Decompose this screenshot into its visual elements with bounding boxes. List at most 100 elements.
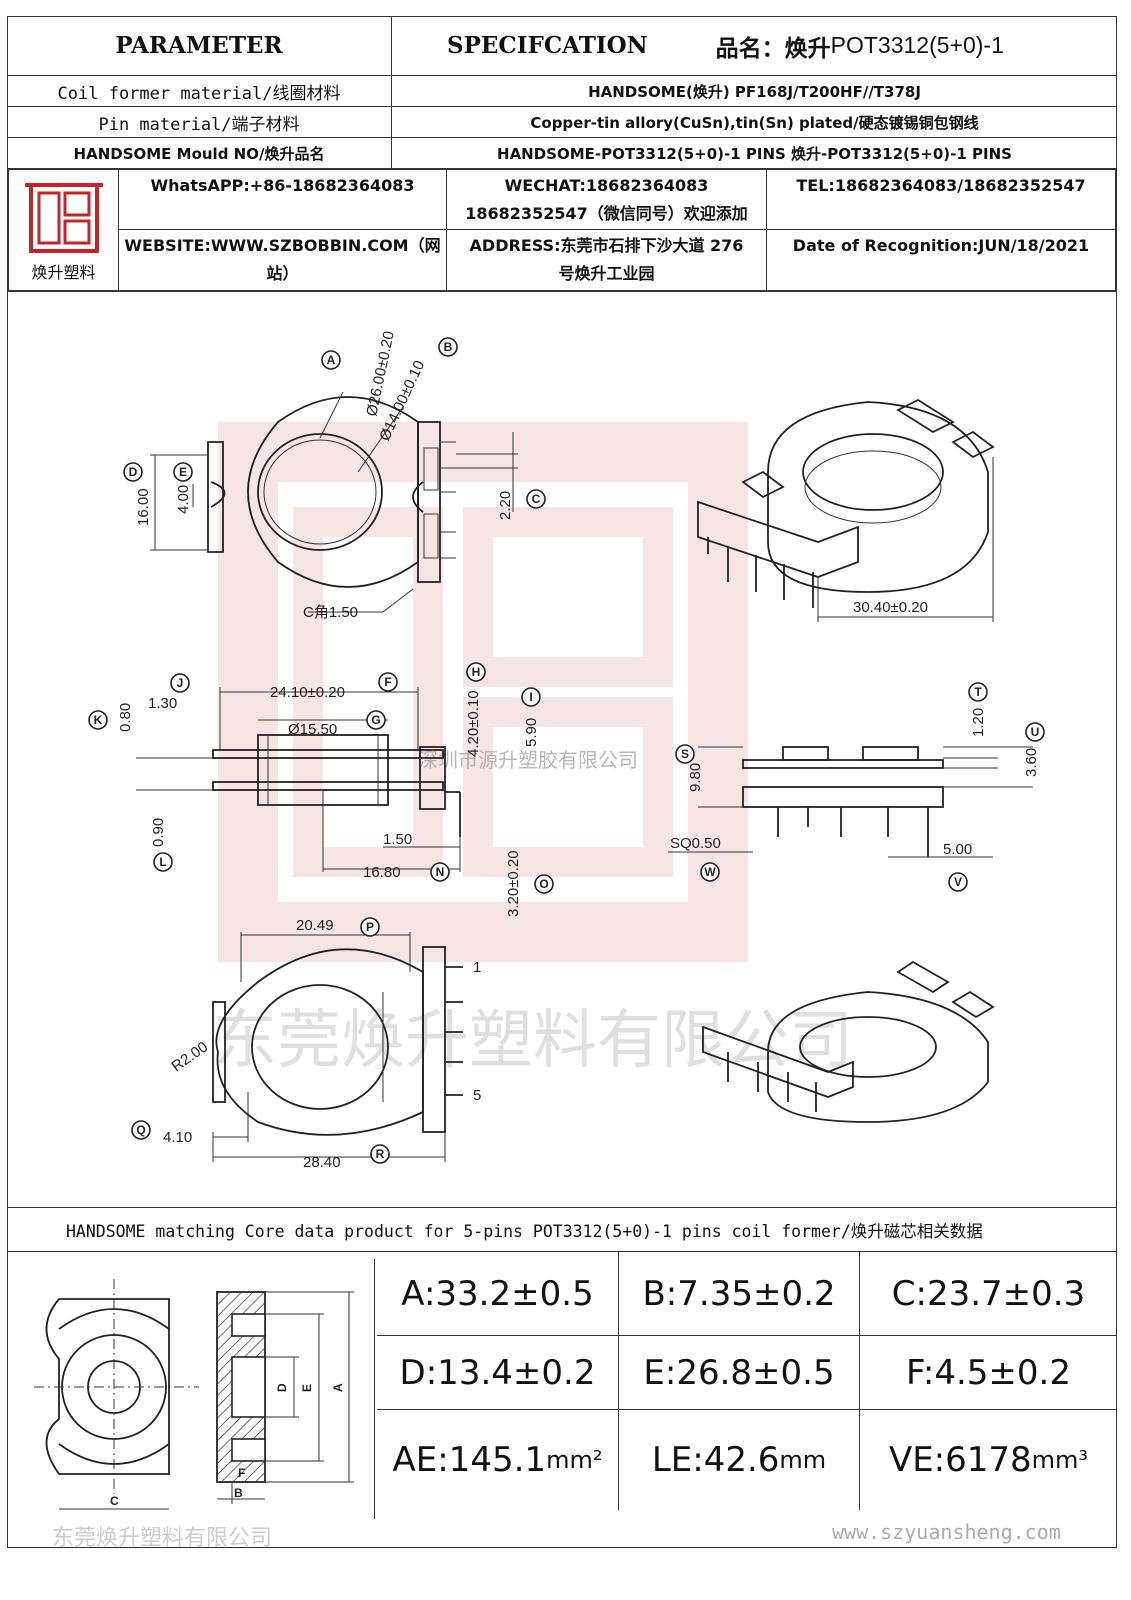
- logo-icon: [24, 183, 103, 253]
- date-of-recognition: Date of Recognition:JUN/18/2021: [792, 236, 1090, 255]
- pin-1: 1: [473, 959, 481, 976]
- side-view-right: [668, 746, 1033, 858]
- dim-v: 5.00: [943, 841, 972, 858]
- dim-t: 1.20: [970, 708, 987, 737]
- callout-circle-s: [675, 744, 695, 764]
- product-label: 品名：焕升: [715, 35, 831, 62]
- wechat-line2: 18682352547（微信同号）欢迎添加: [465, 203, 748, 223]
- dim-q: 4.10: [163, 1129, 192, 1146]
- callout-circle-v: [948, 872, 968, 892]
- param-e: E:26.8±0.5: [619, 1336, 860, 1410]
- param-ae-unit: mm²: [546, 1446, 603, 1474]
- top-view: [150, 391, 518, 613]
- callout-letter-k: K: [94, 713, 103, 727]
- callout-circle-b: [438, 337, 458, 357]
- callout-circle-q: [131, 1120, 151, 1140]
- callout-circle-k: [88, 710, 108, 730]
- param-c: C:23.7±0.3: [860, 1252, 1117, 1336]
- iso-view-bottom: [702, 960, 995, 1123]
- core-drawing-cell: D E A F B C: [14, 1259, 375, 1519]
- callout-letter-i: I: [529, 690, 532, 704]
- callout-letter-s: S: [681, 747, 689, 761]
- callout-circle-a: [321, 350, 341, 370]
- footer-watermark-left: 东莞焕升塑料有限公司: [52, 1526, 273, 1551]
- callout-letter-b: B: [444, 340, 453, 354]
- param-ae: AE:145.1: [392, 1440, 547, 1480]
- whatsapp: WhatsAPP:+86-18682364083: [119, 170, 447, 230]
- callout-circle-r: [370, 1144, 390, 1164]
- callout-circle-e: [173, 462, 193, 482]
- mould-no-value: HANDSOME-POT3312(5+0)-1 PINS 焕升-POT3312(…: [497, 144, 1012, 163]
- iso-view-top: [697, 398, 995, 622]
- dim-i: 5.90: [523, 718, 540, 747]
- callout-letter-n: N: [436, 865, 445, 879]
- coil-material-label: Coil former material/线圈材料: [7, 76, 392, 107]
- dim-k: 0.80: [117, 703, 134, 732]
- core-letter-c: C: [110, 1494, 119, 1508]
- watermark-top: 深圳市源升塑胶有限公司: [418, 748, 638, 772]
- dim-e: 4.00: [175, 485, 192, 514]
- callout-letter-v: V: [954, 875, 962, 889]
- core-area: [7, 1252, 1117, 1548]
- dim-o: 3.20±0.20: [505, 850, 522, 917]
- callout-circle-n: [430, 862, 450, 882]
- param-ve-unit: mm³: [1031, 1446, 1089, 1474]
- callout-letter-h: H: [472, 665, 481, 679]
- specification-heading: SPECIFCATION: [447, 32, 648, 59]
- mould-no-label: HANDSOME Mould NO/焕升品名: [7, 138, 392, 168]
- callout-letter-a: A: [327, 353, 336, 367]
- address-line2: 号焕升工业园: [558, 264, 655, 283]
- param-a: A:33.2±0.5: [377, 1252, 619, 1336]
- callout-circle-h: [466, 662, 486, 682]
- dim-f: 24.10±0.20: [270, 684, 345, 701]
- core-letter-f: F: [238, 1466, 245, 1480]
- dim-overall: 30.40±0.20: [853, 599, 928, 616]
- logo-caption: 焕升塑料: [31, 263, 96, 282]
- side-view: [136, 687, 461, 872]
- callout-circle-u: [1025, 722, 1045, 742]
- callout-letter-w: W: [704, 865, 716, 879]
- callout-letter-c: C: [532, 492, 541, 506]
- pin-5: 5: [473, 1087, 481, 1104]
- dim-u: 3.60: [1023, 748, 1040, 777]
- coil-material-value: HANDSOME(焕升) PF168J/T200HF//T378J: [392, 76, 1117, 107]
- address-line1: ADDRESS:东莞市石排下沙大道 276: [469, 236, 744, 255]
- core-letter-b: B: [234, 1486, 243, 1500]
- contact-block: [7, 168, 1117, 292]
- technical-drawing: 深圳市源升塑胶有限公司 东莞焕升塑料有限公司: [88, 330, 1045, 1171]
- param-d: D:13.4±0.2: [377, 1336, 619, 1410]
- website-line1: WEBSITE:WWW.SZBOBBIN.COM（网: [124, 236, 441, 255]
- dim-chamfer: C角1.50: [303, 604, 358, 621]
- callout-circle-f: [378, 672, 398, 692]
- dim-r: 28.40: [303, 1154, 341, 1171]
- core-letter-a: A: [331, 1383, 345, 1392]
- bottom-view: [212, 932, 463, 1162]
- callout-circle-l: [153, 852, 173, 872]
- param-b: B:7.35±0.2: [619, 1252, 860, 1336]
- footer-watermark-right: www.szyuansheng.com: [832, 1520, 1061, 1544]
- spec-sheet: PARAMETER SPECIFCATION 品名：焕升 POT3312(5+0…: [7, 16, 1117, 1571]
- callout-letter-g: G: [371, 713, 380, 727]
- parameter-heading: PARAMETER: [7, 16, 392, 76]
- wechat-cell: WECHAT:18682364083 18682352547（微信同号）欢迎添加: [447, 170, 767, 230]
- core-params-grid: A:33.2±0.5 B:7.35±0.2 C:23.7±0.3 D:13.4±…: [377, 1252, 1117, 1548]
- callout-circle-c: [526, 489, 546, 509]
- callout-letter-j: J: [177, 676, 184, 690]
- dim-w: SQ0.50: [670, 835, 721, 852]
- callout-letter-q: Q: [136, 1123, 145, 1137]
- callout-letter-r: R: [376, 1147, 385, 1161]
- address-cell: ADDRESS:东莞市石排下沙大道 276 号焕升工业园: [447, 230, 767, 290]
- core-letter-d: D: [275, 1383, 289, 1392]
- dim-h: 4.20±0.10: [465, 690, 482, 757]
- dim-g: Ø15.50: [288, 721, 337, 738]
- tel: TEL:18682364083/18682352547: [767, 170, 1115, 230]
- logo-cell: 焕升塑料: [9, 170, 119, 290]
- callout-letter-o: O: [539, 877, 548, 891]
- callout-circle-p: [360, 917, 380, 937]
- dim-s: 9.80: [687, 763, 704, 792]
- dim-r2: R2.00: [169, 1038, 212, 1075]
- website-line2: 站）: [266, 264, 299, 283]
- param-le: LE:42.6: [651, 1440, 780, 1480]
- core-drawing: D E A F B C: [34, 1279, 354, 1510]
